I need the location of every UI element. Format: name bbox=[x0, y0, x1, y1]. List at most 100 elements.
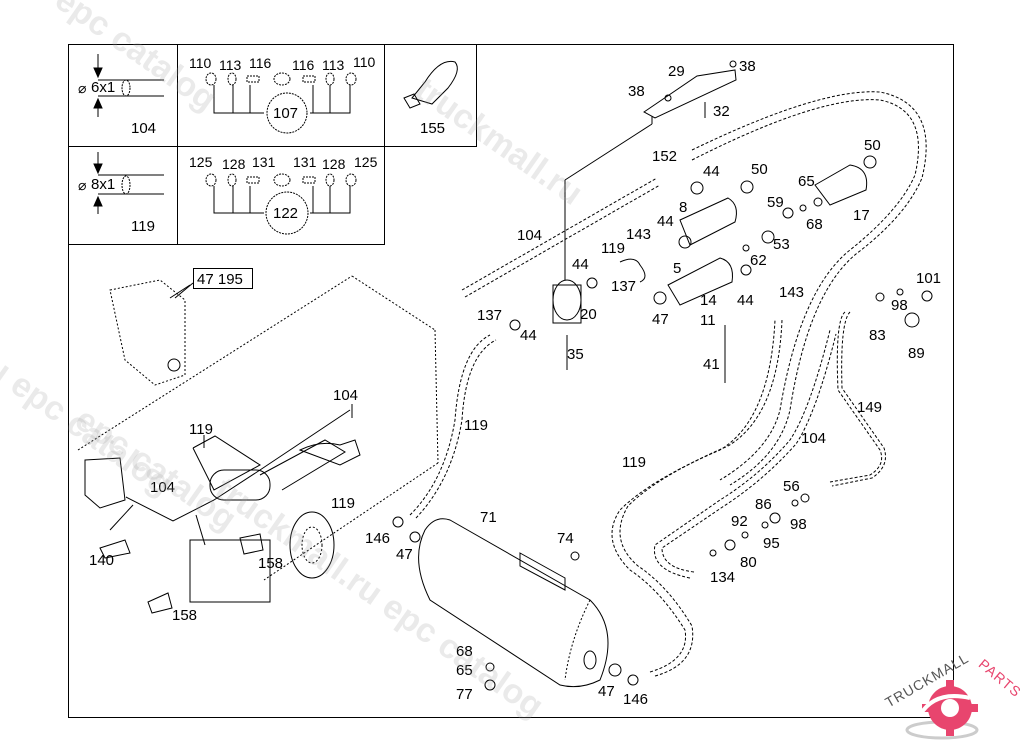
part-label: 104 bbox=[333, 387, 359, 404]
part-label: 44 bbox=[520, 327, 537, 344]
part-label: 68 bbox=[806, 216, 823, 233]
kit-122-label: 125 bbox=[354, 154, 378, 170]
part-label: 68 bbox=[456, 643, 473, 660]
pipe-149 bbox=[829, 311, 886, 487]
part-label: 140 bbox=[89, 552, 115, 569]
kit-122-label: 131 bbox=[293, 154, 317, 170]
part-label: 56 bbox=[783, 478, 800, 495]
pipe-104-lower bbox=[653, 329, 837, 579]
brand-logo: TRUCKMALL PARTS bbox=[880, 650, 1024, 750]
callout-box-47-195 bbox=[193, 268, 253, 289]
kit-107-label: 110 bbox=[353, 54, 376, 70]
kit-122-label: 128 bbox=[322, 156, 346, 172]
part-label: 119 bbox=[189, 421, 213, 438]
legend-box-pipe-8 bbox=[68, 146, 178, 245]
diameter-symbol: ⌀ bbox=[78, 80, 87, 96]
part-label: 158 bbox=[172, 607, 198, 624]
kit-107-number: 107 bbox=[273, 105, 299, 122]
part-label: 65 bbox=[456, 662, 473, 679]
part-label: 50 bbox=[864, 137, 881, 154]
part-label: 134 bbox=[710, 569, 736, 586]
part-label: 44 bbox=[657, 213, 674, 230]
clamp-part: 155 bbox=[420, 120, 446, 137]
part-label: 77 bbox=[456, 686, 473, 703]
part-label: 11 bbox=[700, 312, 716, 329]
part-label: 86 bbox=[755, 496, 772, 513]
part-label: 32 bbox=[713, 103, 730, 120]
part-label: 50 bbox=[751, 161, 768, 178]
kit-107-label: 116 bbox=[249, 55, 272, 71]
kit-107-illustration bbox=[205, 72, 357, 134]
part-label: 95 bbox=[763, 535, 780, 552]
part-label: 83 bbox=[869, 327, 886, 344]
kit-107-label: 113 bbox=[322, 57, 345, 73]
pipe-119-lower bbox=[409, 319, 783, 677]
fittings bbox=[392, 60, 933, 691]
part-label: 143 bbox=[779, 284, 805, 301]
part-label: 104 bbox=[150, 479, 176, 496]
part-label: 152 bbox=[652, 148, 678, 165]
part-label: 104 bbox=[801, 430, 827, 447]
part-label: 41 bbox=[703, 356, 720, 373]
part-label: 74 bbox=[557, 530, 574, 547]
part-label: 149 bbox=[857, 399, 883, 416]
diameter-symbol: ⌀ bbox=[78, 177, 87, 193]
part-label: 53 bbox=[773, 236, 790, 253]
kit-122-illustration bbox=[205, 173, 357, 235]
part-label: 137 bbox=[611, 278, 637, 295]
pipe-6-part: 104 bbox=[131, 120, 157, 137]
kit-107-label: 110 bbox=[189, 55, 212, 71]
callout-leader bbox=[174, 282, 194, 299]
part-label: 8 bbox=[679, 199, 688, 216]
kit-122-label: 128 bbox=[222, 156, 246, 172]
part-label: 5 bbox=[673, 260, 682, 277]
kit-107-label: 113 bbox=[219, 57, 242, 73]
part-label: 38 bbox=[628, 83, 645, 100]
part-label: 119 bbox=[622, 454, 646, 471]
part-label: 101 bbox=[916, 270, 942, 287]
valve-assemblies bbox=[552, 164, 868, 383]
part-label: 137 bbox=[477, 307, 503, 324]
part-label: 20 bbox=[580, 306, 597, 323]
part-label: 65 bbox=[798, 173, 815, 190]
part-label: 44 bbox=[572, 256, 589, 273]
part-label: 38 bbox=[739, 58, 756, 75]
kit-122-number: 122 bbox=[273, 205, 299, 222]
part-label: 62 bbox=[750, 252, 767, 269]
pipe-6-dimension: 6x1 bbox=[91, 79, 116, 96]
kit-122-label: 125 bbox=[189, 154, 213, 170]
part-label: 89 bbox=[908, 345, 925, 362]
kit-122-label: 131 bbox=[252, 154, 276, 170]
part-label: 98 bbox=[790, 516, 807, 533]
gear-logo-icon bbox=[905, 680, 979, 740]
pipe-loop-upper bbox=[461, 91, 927, 486]
part-label: 71 bbox=[480, 509, 497, 526]
kit-107-label: 116 bbox=[292, 57, 315, 73]
pipe-8-illustration bbox=[93, 152, 164, 214]
part-label: 44 bbox=[703, 163, 720, 180]
part-label: 146 bbox=[623, 691, 649, 708]
part-label: 119 bbox=[331, 495, 355, 512]
bracket-29 bbox=[564, 69, 737, 280]
part-label: 14 bbox=[700, 292, 717, 309]
pipe-8-dimension: 8x1 bbox=[91, 176, 116, 193]
part-label: 44 bbox=[737, 292, 754, 309]
part-label: 59 bbox=[767, 194, 784, 211]
clamp-155-illustration bbox=[403, 60, 458, 109]
legend-box-clamp bbox=[384, 44, 477, 147]
part-label: 119 bbox=[601, 240, 625, 257]
part-label: 29 bbox=[668, 63, 685, 80]
part-label: 119 bbox=[464, 417, 488, 434]
part-label: 98 bbox=[891, 297, 908, 314]
part-label: 47 bbox=[598, 683, 615, 700]
diagram-frame bbox=[68, 44, 954, 718]
callout-text: 47 195 bbox=[197, 271, 243, 288]
part-label: 80 bbox=[740, 554, 757, 571]
part-label: 146 bbox=[365, 530, 391, 547]
part-label: 143 bbox=[626, 226, 652, 243]
part-label: 158 bbox=[258, 555, 284, 572]
part-label: 35 bbox=[567, 346, 584, 363]
part-label: 17 bbox=[853, 207, 870, 224]
part-label: 104 bbox=[517, 227, 543, 244]
